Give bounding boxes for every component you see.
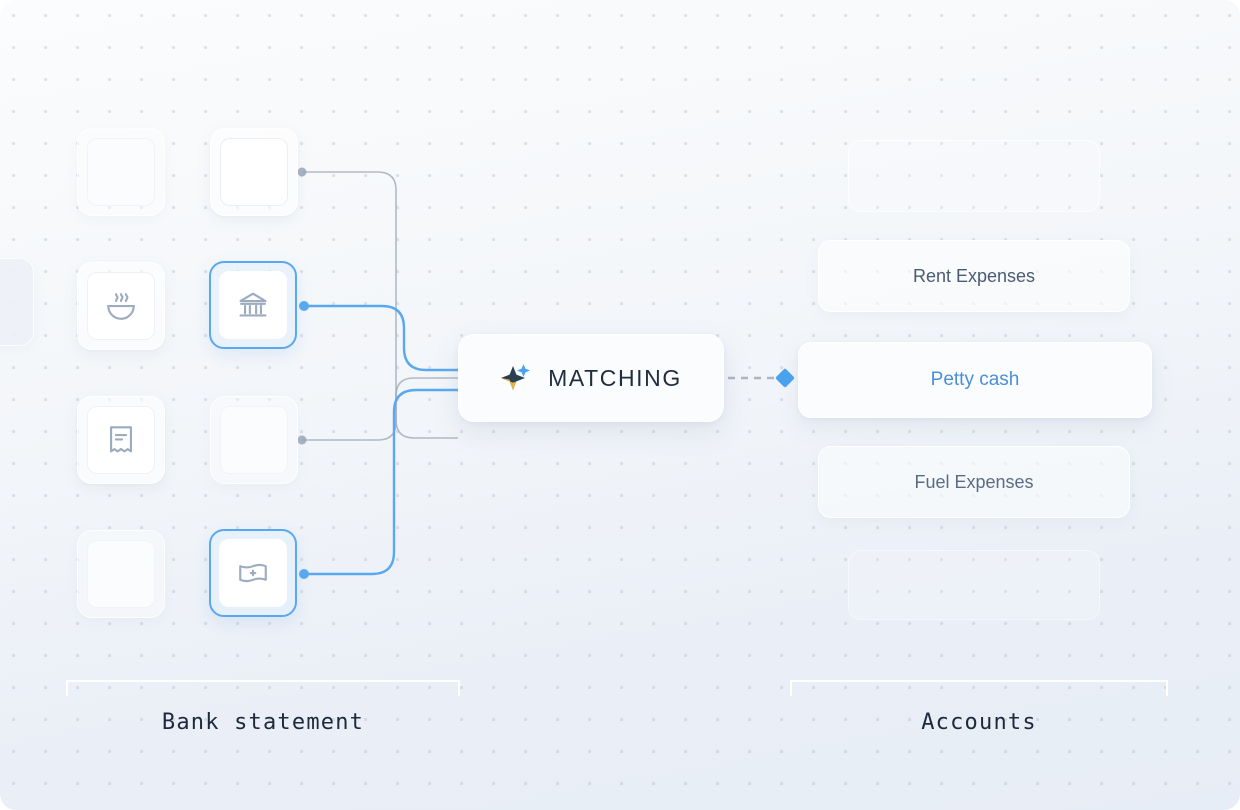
- matching-label: MATCHING: [548, 364, 682, 391]
- account-card-fuel-expenses[interactable]: Fuel Expenses: [818, 446, 1130, 518]
- statement-thumb-1[interactable]: [77, 128, 165, 216]
- statement-thumb-3[interactable]: [77, 396, 165, 484]
- thumb-content: [87, 406, 155, 474]
- statement-thumb-4[interactable]: [77, 530, 165, 618]
- thumb-placeholder: [87, 540, 155, 608]
- row-content: [219, 271, 287, 339]
- account-card-petty-cash[interactable]: Petty cash: [798, 342, 1152, 418]
- row-content: [219, 539, 287, 607]
- row-placeholder: [220, 138, 288, 206]
- offscreen-statement-card: [0, 258, 34, 346]
- statement-thumb-2[interactable]: [77, 262, 165, 350]
- section-title-accounts: Accounts: [921, 710, 1037, 735]
- bracket-accounts: [790, 680, 1168, 696]
- statement-row-3[interactable]: [210, 396, 298, 484]
- account-card-ghost-top[interactable]: [848, 140, 1100, 212]
- account-card-ghost-bottom[interactable]: [848, 550, 1100, 620]
- thumb-content: [87, 272, 155, 340]
- section-bank-statement: Bank statement: [66, 680, 460, 735]
- receipt-icon: [110, 426, 132, 453]
- account-label: Rent Expenses: [912, 265, 1036, 286]
- account-card-rent-expenses[interactable]: Rent Expenses: [818, 240, 1130, 312]
- bracket-bank-statement: [66, 680, 460, 696]
- banknote-icon: [239, 563, 267, 583]
- soup-bowl-icon: [107, 293, 135, 320]
- account-label: Fuel Expenses: [914, 471, 1034, 492]
- statement-row-4-banknote[interactable]: [209, 529, 297, 617]
- sparkle-icon: [501, 364, 531, 390]
- bank-building-icon: [239, 292, 267, 317]
- thumb-placeholder: [87, 138, 155, 206]
- section-title-bank-statement: Bank statement: [161, 710, 365, 735]
- account-label: Petty cash: [930, 369, 1020, 390]
- row-placeholder: [220, 406, 288, 474]
- section-accounts: Accounts: [790, 680, 1168, 735]
- statement-row-2-bank[interactable]: [209, 261, 297, 349]
- statement-row-1[interactable]: [210, 128, 298, 216]
- matching-node[interactable]: MATCHING: [458, 334, 724, 422]
